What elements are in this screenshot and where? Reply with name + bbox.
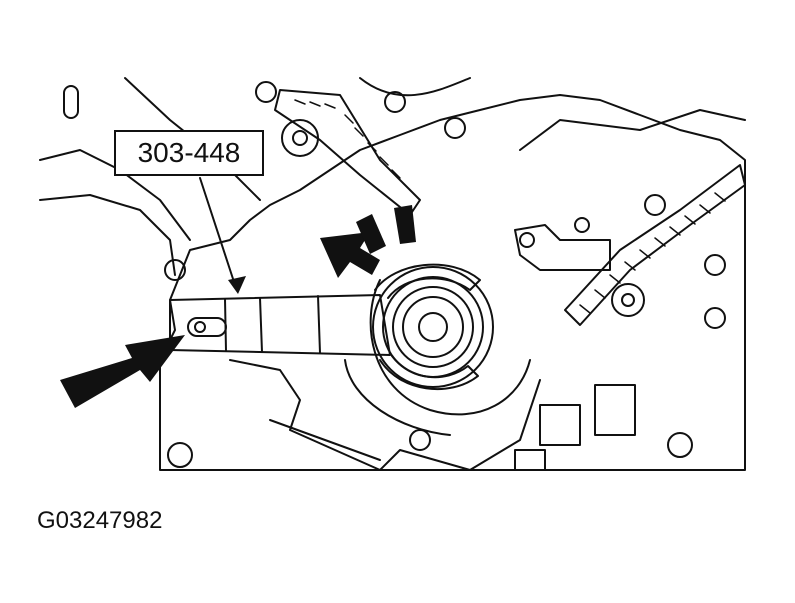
bolt-hole [444,117,466,139]
sensor-connector [514,449,546,471]
bolt-hole [704,254,726,276]
bracket-bolt [574,217,590,233]
holding-tool-segment [259,297,263,353]
figure-id-label: G03247982 [37,507,163,534]
chain-guide-pulley-hub [292,130,308,146]
tool-number-label: 303-448 [114,130,264,176]
timing-chain-left [274,89,421,216]
oil-pump-body [229,359,541,471]
chain-guide-pulley-hub [621,293,635,307]
oil-slot [63,85,79,119]
chain-guide-pulley [281,119,319,157]
holding-tool-head [379,355,479,391]
sensor-housing [539,404,581,446]
engine-block-outline [159,94,746,471]
holding-tool-bar [169,294,391,356]
holding-tool-segment [317,295,321,354]
pulley-housing-arc [344,359,451,436]
crankshaft-pulley-ring [402,296,464,358]
bolt-hole [704,307,726,329]
right-casting [519,109,746,151]
chain-guide-pulley [611,283,645,317]
sensor-housing [594,384,636,436]
bolt-hole [167,442,193,468]
bolt-hole [164,259,186,281]
callout-arrowhead [228,276,246,294]
bolt-hole [667,432,693,458]
crankshaft-bolt [418,312,448,342]
holding-tool-pin [194,321,206,333]
bolt-hole [644,194,666,216]
rotation-arrow-dash [356,214,386,254]
chain-links-right [579,192,726,314]
holding-tool-head [374,263,481,299]
cam-bracket [514,224,611,271]
left-lower-plate [39,194,176,276]
rotation-arrow-dash [394,205,416,244]
timing-chain-right [564,164,746,326]
upper-casting-curve [359,77,471,97]
bolt-hole [409,429,431,451]
rotation-arrow-top [320,232,380,278]
pointer-arrow-left [60,335,185,408]
callout-leader [199,177,236,286]
bolt-hole [384,91,406,113]
crankshaft-pulley-ring [392,286,474,368]
oil-pump-body [269,419,381,461]
pulley-housing-arc [369,279,531,416]
bracket-bolt [519,232,535,248]
crankshaft-pulley-outer [372,266,494,388]
holding-tool-slot [187,317,227,337]
chain-links-left [294,99,412,192]
bolt-hole [255,81,277,103]
